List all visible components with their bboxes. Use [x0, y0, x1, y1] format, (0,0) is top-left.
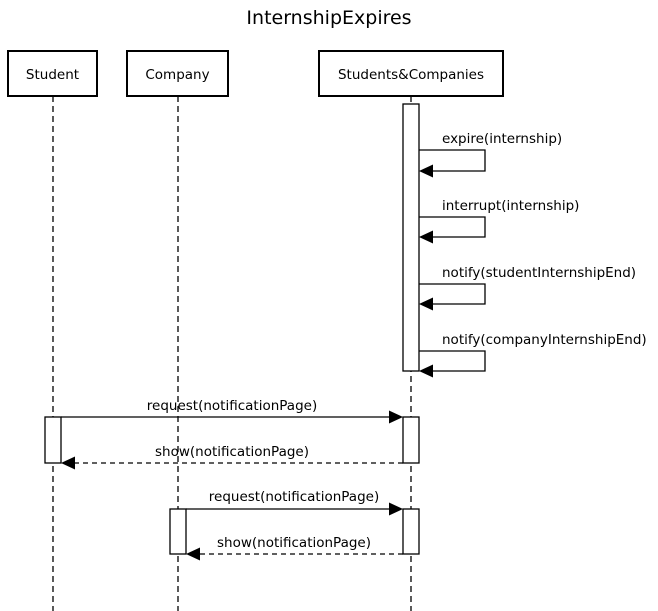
participant-students-companies: Students&Companies	[318, 50, 504, 97]
self-message-expire: expire(internship)	[419, 131, 562, 178]
message-company-show: show(notificationPage)	[186, 535, 403, 561]
message-label: request(notificationPage)	[209, 489, 379, 505]
activation-bar	[169, 508, 187, 555]
message-label: show(notificationPage)	[155, 444, 309, 460]
participant-student: Student	[7, 50, 98, 97]
diagram-title: InternshipExpires	[246, 7, 411, 29]
message-company-request: request(notificationPage)	[186, 489, 403, 516]
participant-company: Company	[126, 50, 229, 97]
activation-bar	[402, 416, 420, 464]
message-label: request(notificationPage)	[147, 398, 317, 414]
self-message-interrupt: interrupt(internship)	[419, 198, 579, 244]
message-student-show: show(notificationPage)	[61, 444, 403, 470]
activation-bar	[402, 508, 420, 555]
message-label: interrupt(internship)	[442, 198, 579, 214]
message-label: notify(companyInternshipEnd)	[442, 332, 647, 348]
message-student-request: request(notificationPage)	[61, 398, 403, 424]
participant-label: Students&Companies	[338, 67, 484, 83]
message-label: notify(studentInternshipEnd)	[442, 265, 636, 281]
activation-bar	[402, 103, 420, 372]
self-message-notify-student: notify(studentInternshipEnd)	[419, 265, 636, 311]
activation-bar	[44, 416, 62, 464]
self-message-notify-company: notify(companyInternshipEnd)	[419, 332, 647, 378]
participant-label: Student	[26, 67, 79, 83]
message-label: show(notificationPage)	[217, 535, 371, 551]
message-label: expire(internship)	[442, 131, 562, 147]
participant-label: Company	[145, 67, 209, 83]
